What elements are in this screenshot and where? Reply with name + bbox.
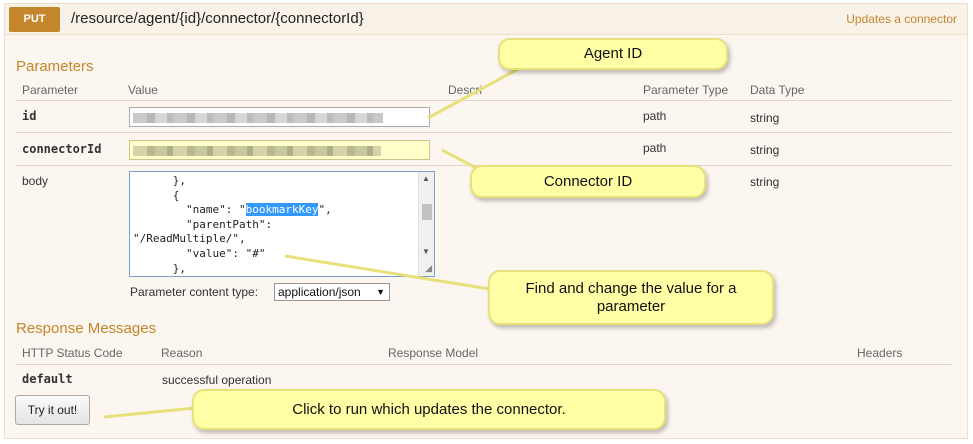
callout-run-text: Click to run which updates the connector… [292,400,566,418]
response-reason: successful operation [162,373,272,387]
callout-agent-id: Agent ID [498,38,728,70]
data-type-body: string [750,175,780,189]
http-method-badge[interactable]: PUT [9,7,60,32]
content-type-select[interactable]: application/json ▼ [274,283,390,301]
callout-find-change: Find and change the value for a paramete… [488,270,774,325]
callout-agent-id-text: Agent ID [583,45,643,62]
callout-connector-id-text: Connector ID [543,172,633,190]
redacted-value [133,113,383,123]
callout-run: Click to run which updates the connector… [192,389,666,430]
param-type-id: path [643,109,667,123]
response-status-default: default [22,372,73,386]
body-textarea[interactable]: }, { "name": "bookmarkKey", "parentPath"… [129,171,435,277]
connectorId-input[interactable] [129,140,430,160]
data-type-connectorId: string [750,143,780,157]
col-header-http-status: HTTP Status Code [22,346,123,360]
scroll-thumb[interactable] [422,204,432,220]
try-it-out-button[interactable]: Try it out! [15,395,90,425]
col-header-parameter: Parameter [22,83,79,97]
param-name-connectorId: connectorId [22,142,102,156]
parameters-title: Parameters [16,58,94,75]
resize-grip-icon[interactable]: ◢ [425,263,432,273]
col-header-response-model: Response Model [388,346,479,360]
col-header-data-type: Data Type [750,83,805,97]
col-header-description: Descri [448,83,483,97]
param-type-connectorId: path [643,141,667,155]
redacted-value [133,146,381,156]
callout-find-change-line2: parameter [596,297,666,315]
chevron-down-icon: ▼ [376,287,385,297]
col-header-parameter-type: Parameter Type [643,83,729,97]
table-divider [16,100,953,101]
scroll-down-icon[interactable]: ▼ [422,247,430,256]
col-header-headers: Headers [857,346,903,360]
param-name-body: body [22,174,49,188]
scroll-up-icon[interactable]: ▲ [422,174,430,183]
callout-connector-id: Connector ID [470,165,706,198]
operation-summary[interactable]: Updates a connector [846,12,957,26]
body-json-text[interactable]: }, { "name": "bookmarkKey", "parentPath"… [133,174,332,275]
id-input[interactable] [129,107,430,127]
content-type-label: Parameter content type: [130,285,259,299]
textarea-scrollbar[interactable]: ▲ ▼ [418,172,434,276]
operation-header[interactable]: PUT /resource/agent/{id}/connector/{conn… [5,4,967,35]
data-type-id: string [750,111,780,125]
endpoint-path[interactable]: /resource/agent/{id}/connector/{connecto… [71,10,364,27]
col-header-value: Value [128,83,158,97]
table-divider [16,132,953,133]
response-messages-title: Response Messages [16,320,157,337]
content-type-value: application/json [278,285,361,299]
param-name-id: id [22,109,37,123]
table-divider [16,364,953,365]
callout-find-change-line1: Find and change the value for a [525,279,737,297]
col-header-reason: Reason [161,346,203,360]
selected-text[interactable]: bookmarkKey [245,203,319,217]
